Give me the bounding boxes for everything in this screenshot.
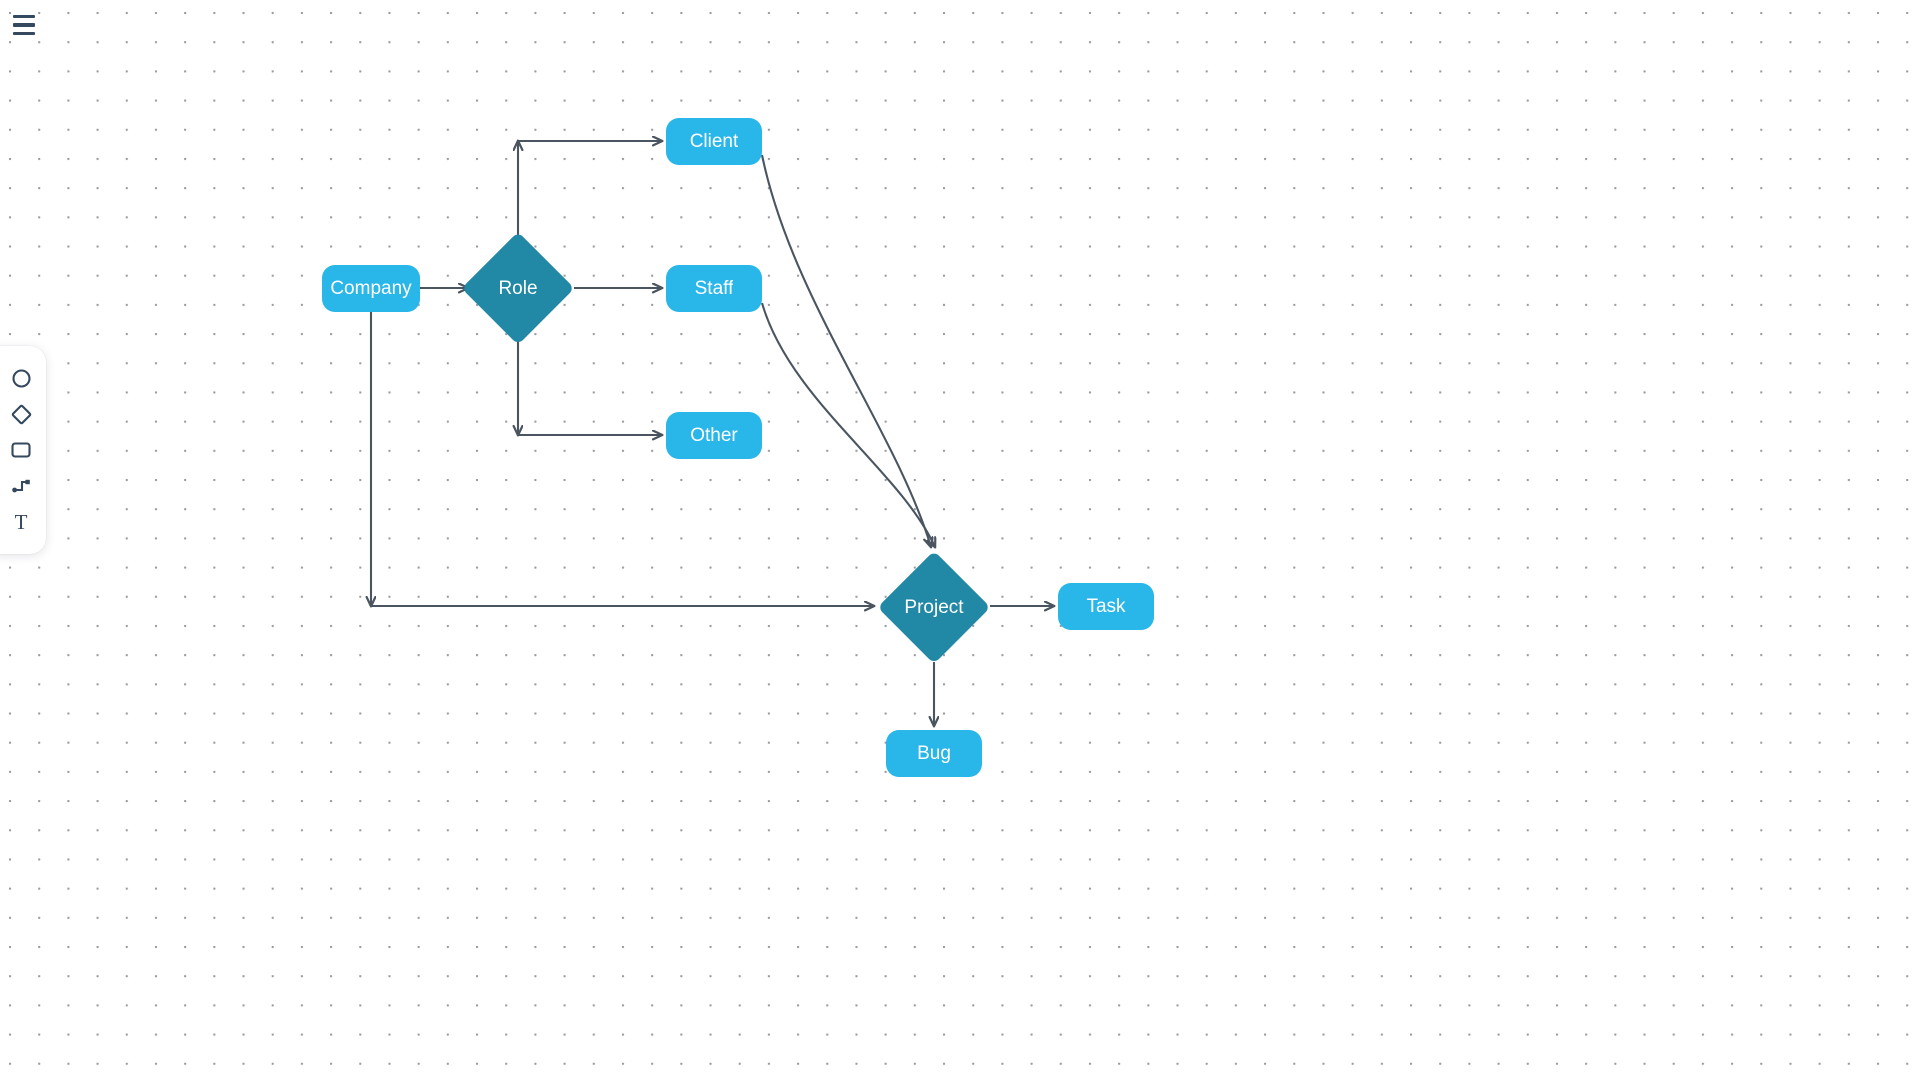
node-company[interactable]: Company xyxy=(322,265,420,312)
hamburger-menu-icon[interactable] xyxy=(13,12,43,38)
node-task[interactable]: Task xyxy=(1058,583,1154,630)
menu-bar-3 xyxy=(13,31,35,36)
node-staff-label: Staff xyxy=(694,279,734,298)
connector-icon[interactable] xyxy=(0,468,46,504)
shape-toolbar: T xyxy=(0,346,46,554)
node-project-label: Project xyxy=(904,596,964,618)
text-icon[interactable]: T xyxy=(0,504,46,540)
node-client-label: Client xyxy=(689,132,739,151)
circle-icon[interactable] xyxy=(0,360,46,396)
edge-client-project xyxy=(760,154,931,547)
node-role-label: Role xyxy=(498,277,538,299)
edge-staff-project xyxy=(760,302,935,547)
node-project[interactable]: Project xyxy=(877,550,991,664)
node-bug[interactable]: Bug xyxy=(886,730,982,777)
rectangle-icon[interactable] xyxy=(0,432,46,468)
text-icon-glyph: T xyxy=(14,509,28,534)
node-client[interactable]: Client xyxy=(666,118,762,165)
node-bug-label: Bug xyxy=(917,744,951,763)
node-staff[interactable]: Staff xyxy=(666,265,762,312)
node-task-label: Task xyxy=(1086,597,1126,616)
node-role[interactable]: Role xyxy=(461,231,575,345)
diamond-icon[interactable] xyxy=(0,396,46,432)
node-other-label: Other xyxy=(690,426,738,445)
node-company-label: Company xyxy=(330,279,412,298)
menu-bar-2 xyxy=(13,23,35,27)
node-other[interactable]: Other xyxy=(666,412,762,459)
menu-bar-1 xyxy=(13,14,35,19)
